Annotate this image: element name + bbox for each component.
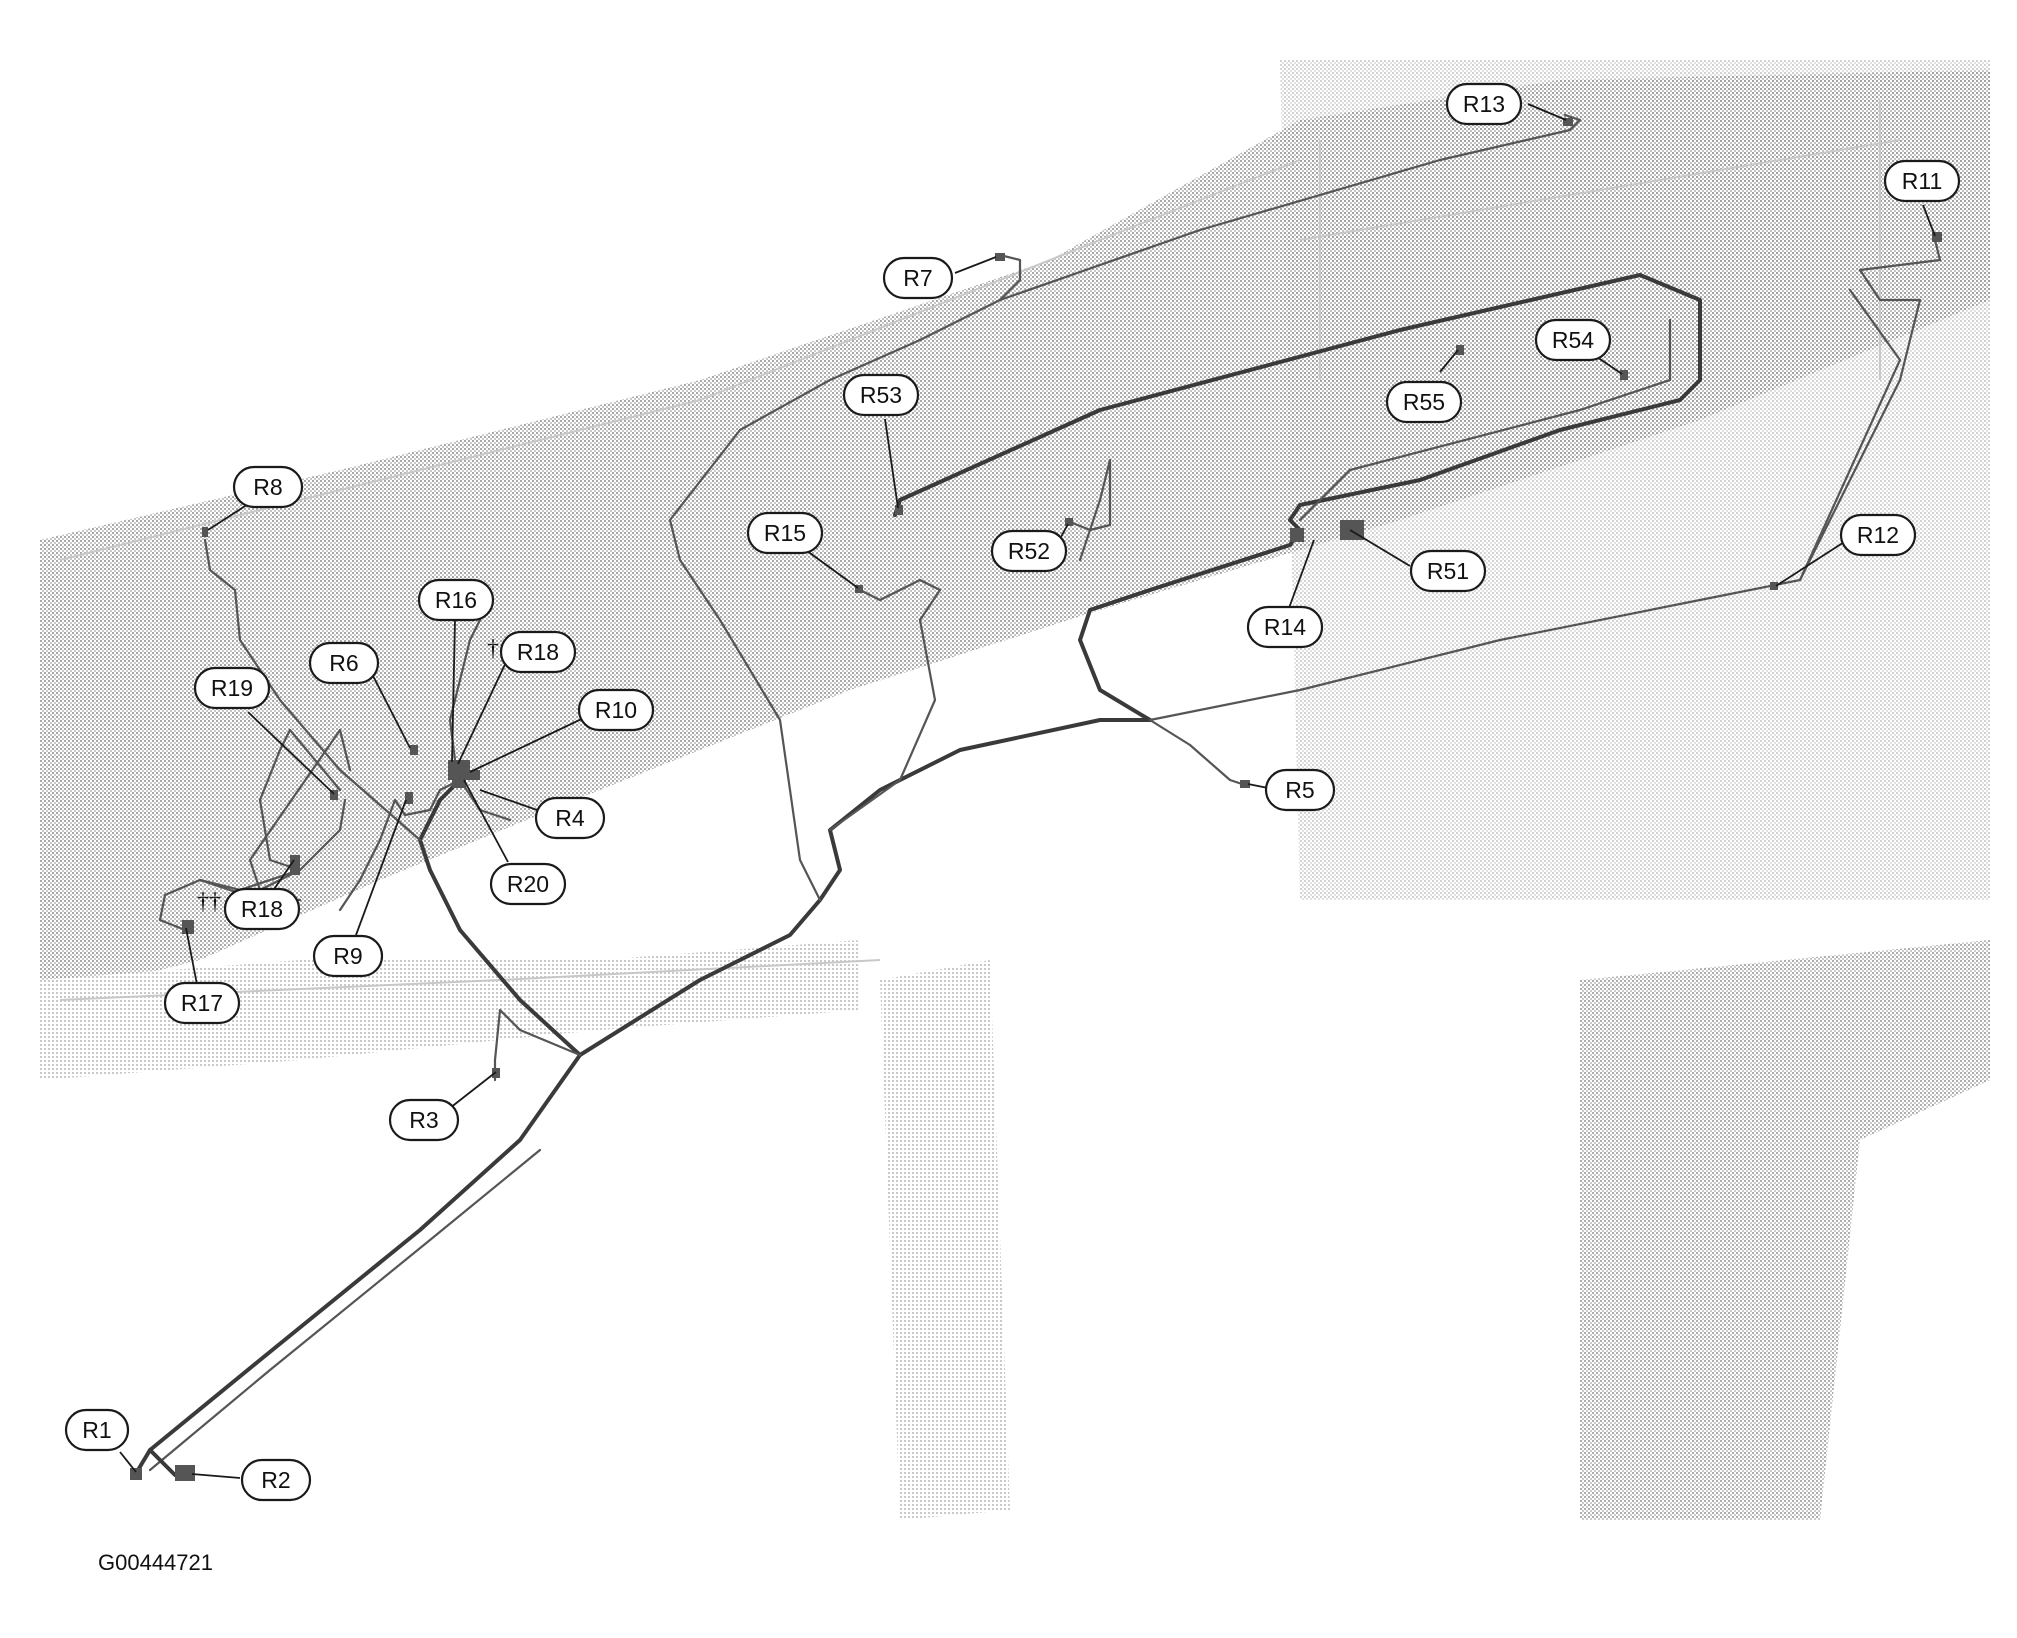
callout-bubble <box>746 511 824 555</box>
callout-bubble <box>499 630 577 674</box>
callout-r9: R9 <box>312 934 384 978</box>
callout-r16: R16 <box>417 578 495 622</box>
callout-r1: R1 <box>64 1408 130 1452</box>
callout-r13: R13 <box>1445 82 1523 126</box>
callout-text: R17 <box>181 990 223 1016</box>
callout-text: R9 <box>333 943 362 969</box>
callout-bubble <box>1839 513 1917 557</box>
callout-text: R10 <box>595 697 637 723</box>
callout-r5: R5 <box>1264 768 1336 812</box>
callout-bubble <box>577 688 655 732</box>
callout-bubble <box>882 256 954 300</box>
callout-bubble <box>990 529 1068 573</box>
figure-code: G00444721 <box>98 1550 213 1575</box>
callout-bubble <box>1534 318 1612 362</box>
callout-text: R12 <box>1857 522 1899 548</box>
callout-r54: R54 <box>1534 318 1612 362</box>
callout-text: R19 <box>211 675 253 701</box>
callout-text: R55 <box>1403 389 1445 415</box>
callout-text: R53 <box>860 382 902 408</box>
callout-text: R51 <box>1427 558 1469 584</box>
callout-r7: R7 <box>882 256 954 300</box>
callout-r17: R17 <box>163 981 241 1025</box>
callout-text: R11 <box>1902 168 1943 194</box>
callout-bubble <box>163 981 241 1025</box>
callout-bubble <box>1409 549 1487 593</box>
double-dagger-marker: †† <box>197 889 221 915</box>
single-dagger-marker: † <box>487 636 499 662</box>
callout-r15: R15 <box>746 511 824 555</box>
callout-text: R3 <box>409 1107 438 1133</box>
callout-r6: R6 <box>308 641 380 685</box>
callout-text: R15 <box>764 520 806 546</box>
callout-bubble <box>417 578 495 622</box>
callout-text: R6 <box>329 650 358 676</box>
callout-bubble <box>240 1458 312 1502</box>
callout-bubble <box>223 887 301 931</box>
callout-r18a: R18 <box>499 630 577 674</box>
callout-r14: R14 <box>1246 605 1324 649</box>
callout-r55: R55 <box>1385 380 1463 424</box>
callout-bubble <box>842 373 920 417</box>
callout-text: R52 <box>1008 538 1050 564</box>
callout-text: R8 <box>253 474 282 500</box>
callout-bubble <box>312 934 384 978</box>
callout-text: R20 <box>507 871 549 897</box>
callout-text: R18 <box>517 639 559 665</box>
callout-r19: R19 <box>193 666 271 710</box>
callout-bubble <box>64 1408 130 1452</box>
callout-labels: R1R2R3R4R5R6R7R8R9R10R11R12R13R14R15R16R… <box>64 82 1961 1502</box>
callout-r10: R10 <box>577 688 655 732</box>
callout-r18b: R18 <box>223 887 301 931</box>
callout-r2: R2 <box>240 1458 312 1502</box>
callout-r51: R51 <box>1409 549 1487 593</box>
callout-bubble <box>232 465 304 509</box>
callout-bubble <box>1883 159 1961 203</box>
callout-text: R4 <box>555 805 585 831</box>
callout-r53: R53 <box>842 373 920 417</box>
callout-r3: R3 <box>388 1098 460 1142</box>
callout-text: R5 <box>1285 777 1314 803</box>
callout-bubble <box>1246 605 1324 649</box>
callout-r11: R11 <box>1883 159 1961 203</box>
callout-text: R1 <box>82 1417 111 1443</box>
callout-text: R14 <box>1264 614 1306 640</box>
callout-text: R7 <box>903 265 932 291</box>
callout-bubble <box>534 796 606 840</box>
callout-r20: R20 <box>489 862 567 906</box>
callout-bubble <box>388 1098 460 1142</box>
callout-text: R2 <box>261 1467 290 1493</box>
callout-bubble <box>193 666 271 710</box>
callout-bubble <box>1445 82 1523 126</box>
callout-bubble <box>1264 768 1336 812</box>
callout-text: R18 <box>241 896 283 922</box>
callout-bubble <box>1385 380 1463 424</box>
callout-r4: R4 <box>534 796 606 840</box>
callout-text: R13 <box>1463 91 1505 117</box>
harness <box>133 113 1942 1477</box>
callout-bubble <box>489 862 567 906</box>
callout-r8: R8 <box>232 465 304 509</box>
callout-text: R16 <box>435 587 477 613</box>
callout-bubble <box>308 641 380 685</box>
callout-text: R54 <box>1552 327 1594 353</box>
callout-r12: R12 <box>1839 513 1917 557</box>
callout-r52: R52 <box>990 529 1068 573</box>
